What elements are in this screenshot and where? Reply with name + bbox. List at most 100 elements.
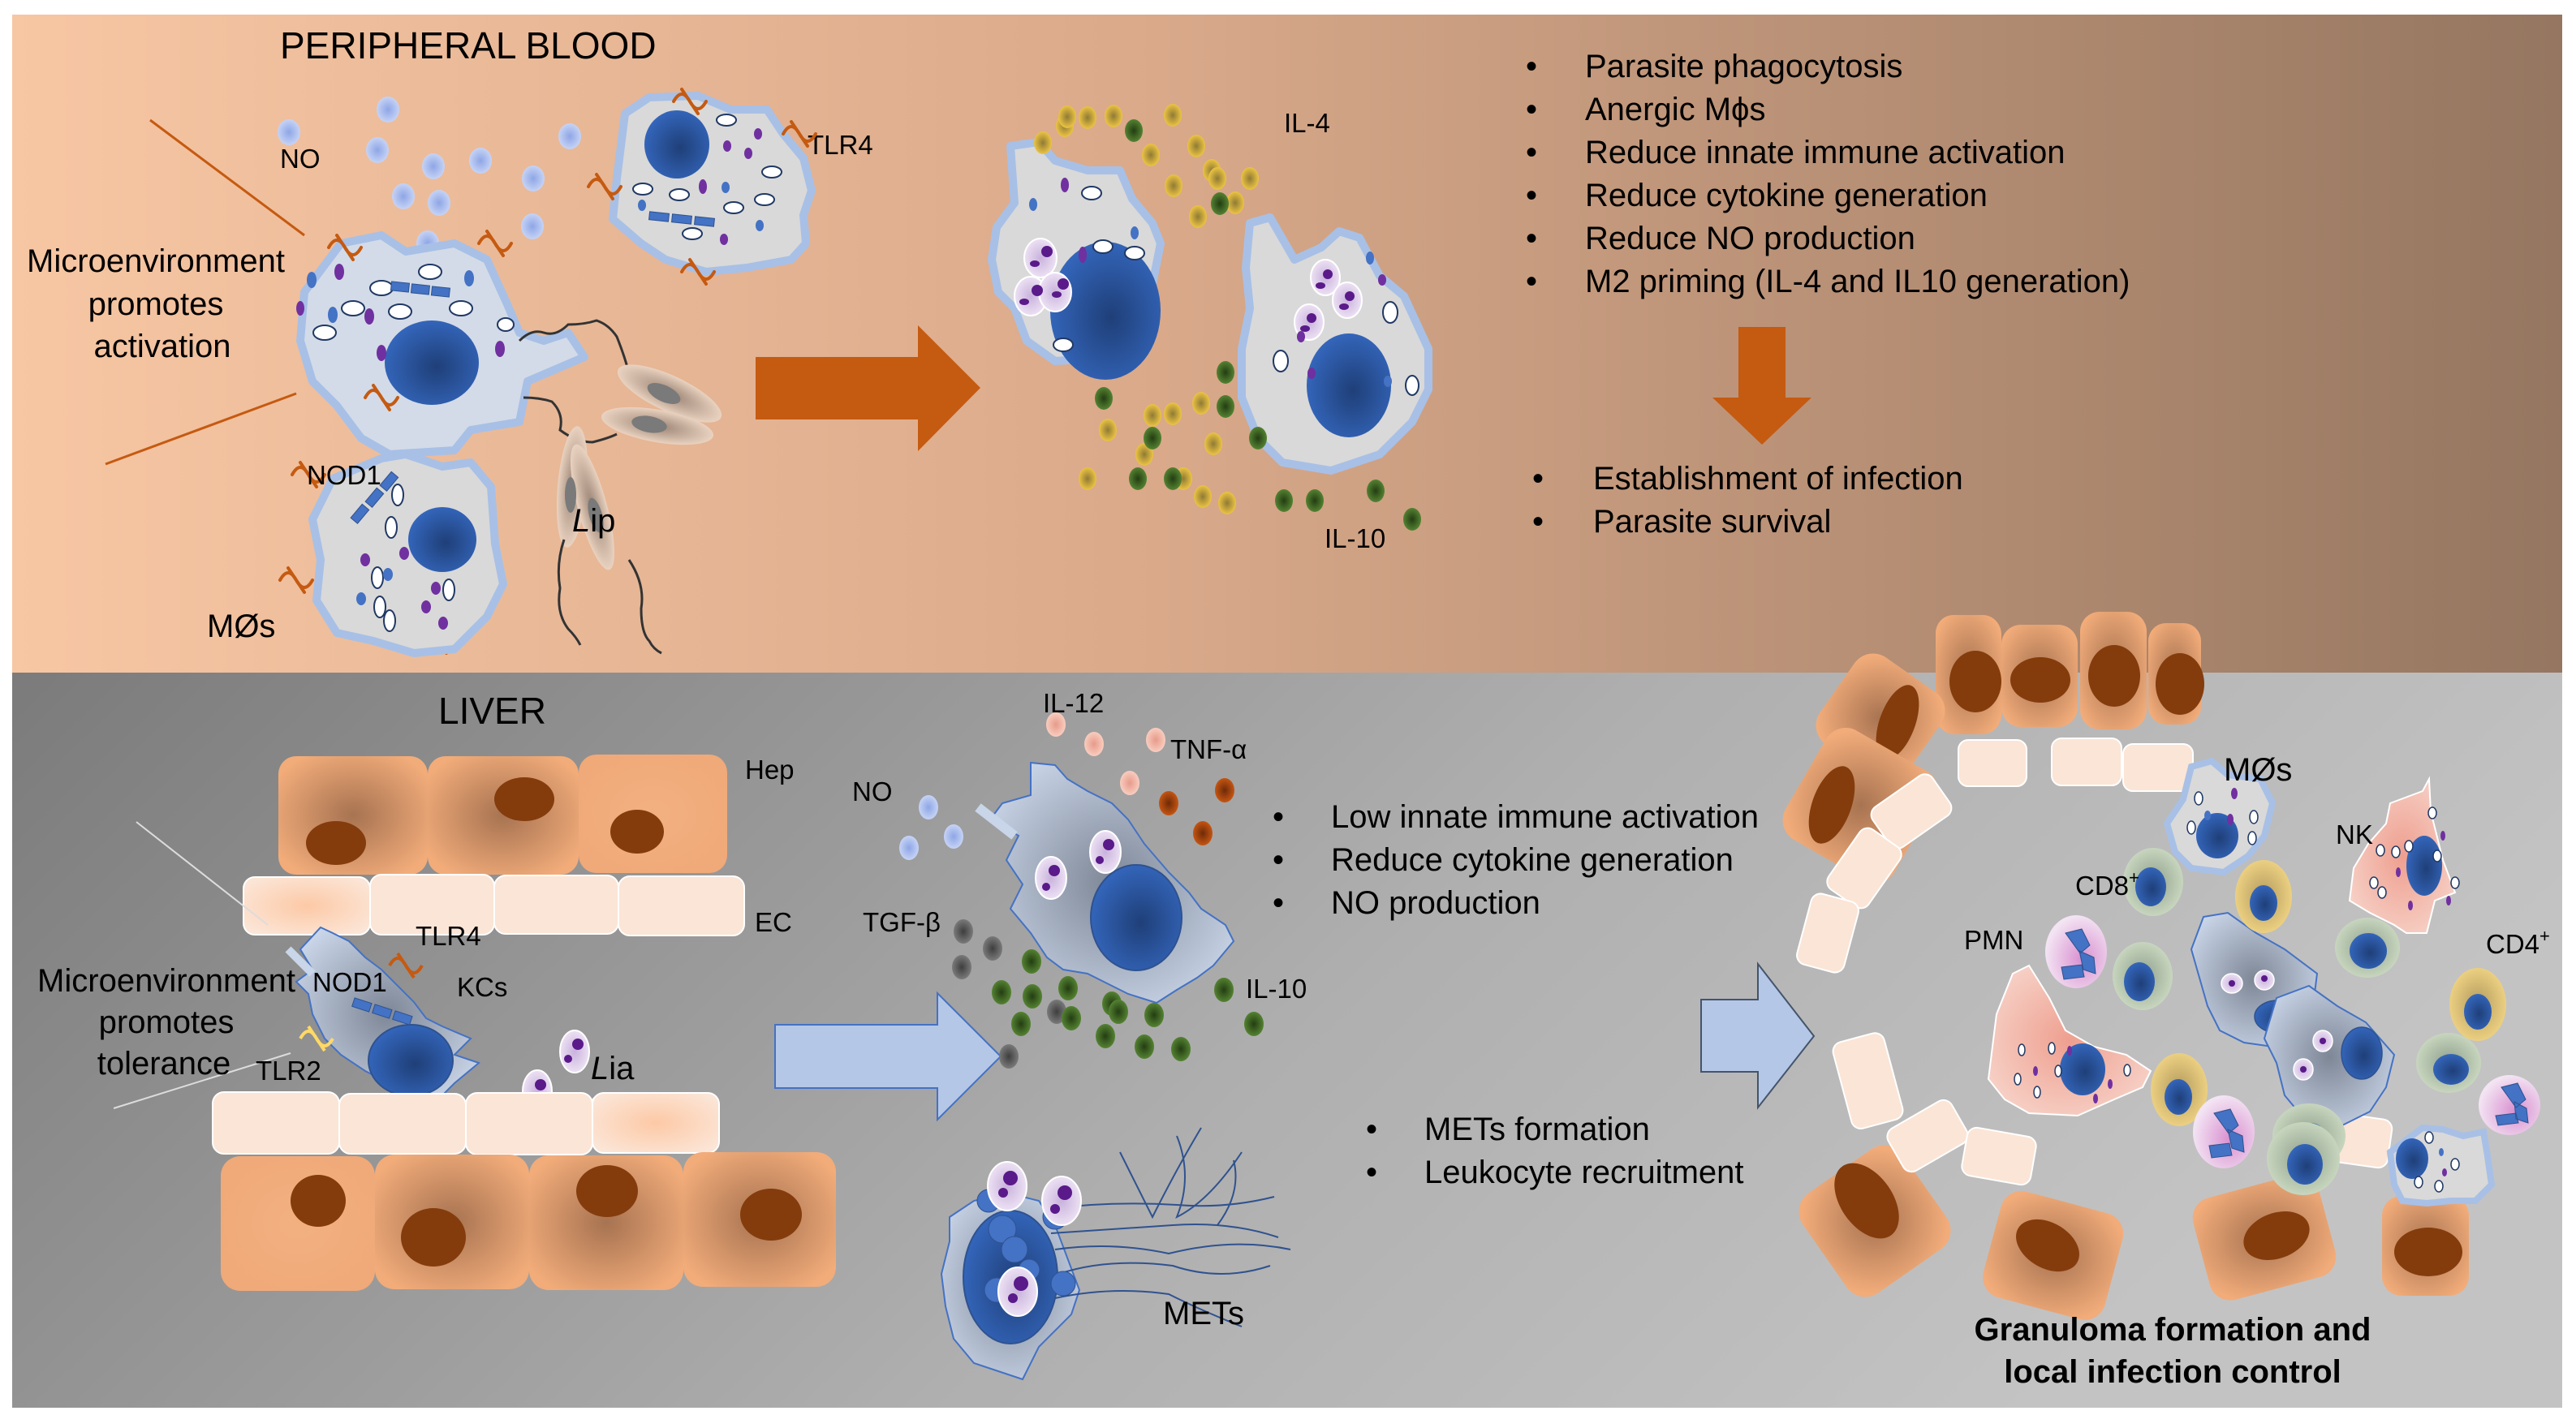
effect-item: Low innate immune activation xyxy=(1331,799,1759,835)
svg-text:Granuloma formation and: Granuloma formation and xyxy=(1975,1312,2371,1348)
il10-cytokines-liver xyxy=(992,949,1264,1061)
granuloma xyxy=(1782,612,2540,1320)
hep-label: Hep xyxy=(745,755,795,785)
il4-cytokines xyxy=(1034,104,1259,514)
svg-text:promotes: promotes xyxy=(88,286,224,322)
granuloma-endothelial-cells xyxy=(1796,738,2393,1186)
macrophage-tlr4 xyxy=(609,92,816,276)
anergic-macrophage-left xyxy=(988,138,1165,380)
tlr2-label: TLR2 xyxy=(256,1056,321,1086)
nod1-label-blood: NOD1 xyxy=(307,460,381,490)
pmn-cells xyxy=(2045,915,2540,1168)
peripheral-blood-title: PERIPHERAL BLOOD xyxy=(280,24,657,67)
macrophages-label-blood: MØs xyxy=(207,609,275,644)
outcome-item: Parasite survival xyxy=(1593,504,1831,540)
granuloma-macrophages-label: MØs xyxy=(2224,752,2292,788)
il12-label: IL-12 xyxy=(1043,688,1104,718)
svg-text:•: • xyxy=(1366,1155,1377,1190)
cd8-label: CD8+ xyxy=(2075,867,2139,901)
effect-item: Reduce innate immune activation xyxy=(1585,135,2065,170)
svg-text:•: • xyxy=(1532,504,1544,540)
effect-item: Reduce NO production xyxy=(1585,221,1915,256)
blue-arrow-right-1 xyxy=(774,991,1002,1122)
cd8-t-cells xyxy=(2113,848,2481,1195)
promastigote-parasites xyxy=(518,319,722,655)
liver-macrophage xyxy=(975,761,1235,1004)
il12-cytokines xyxy=(1046,712,1165,795)
tnf-alpha-cytokines xyxy=(1159,778,1234,845)
granuloma-caption: Granuloma formation and local infection … xyxy=(1975,1312,2371,1390)
blue-arrow-right-2 xyxy=(1700,961,1816,1110)
ec-label: EC xyxy=(755,907,792,937)
il10-label-liver: IL-10 xyxy=(1246,974,1307,1004)
svg-text:•: • xyxy=(1526,92,1537,127)
endothelial-cells-lower xyxy=(212,1091,720,1155)
tolerance-ray-lower xyxy=(113,1052,291,1109)
effect-item: Anergic Mϕs xyxy=(1585,92,1765,127)
tgf-beta-cytokines xyxy=(952,919,1066,1069)
blood-outcomes-list: • Establishment of infection • Parasite … xyxy=(1532,461,1963,540)
effect-item: M2 priming (IL-4 and IL10 generation) xyxy=(1585,264,2130,299)
svg-text:•: • xyxy=(1273,885,1284,921)
svg-text:promotes: promotes xyxy=(99,1004,235,1040)
no-label: NO xyxy=(280,144,321,174)
effect-item: Reduce cytokine generation xyxy=(1331,842,1734,878)
effect-item: Leukocyte recruitment xyxy=(1424,1155,1744,1190)
tnf-alpha-label: TNF-α xyxy=(1170,734,1247,764)
cd4-t-cells xyxy=(2151,860,2506,1126)
tolerance-ray-upper xyxy=(136,821,269,926)
svg-text:•: • xyxy=(1526,49,1537,84)
il10-label-blood: IL-10 xyxy=(1325,523,1385,553)
hepatocytes-upper xyxy=(278,755,727,875)
kcs-label: KCs xyxy=(457,972,507,1002)
svg-text:Microenvironment: Microenvironment xyxy=(37,963,295,999)
svg-text:tolerance: tolerance xyxy=(97,1046,231,1082)
svg-text:Microenvironment: Microenvironment xyxy=(27,243,285,279)
nk-cell-lower xyxy=(1987,964,2152,1117)
nod1-label-liver: NOD1 xyxy=(312,967,387,997)
svg-text:local infection control: local infection control xyxy=(2004,1354,2341,1390)
il4-label: IL-4 xyxy=(1284,108,1330,138)
endothelial-cells-upper xyxy=(243,874,745,936)
parasite-lia-label: Lia xyxy=(591,1051,635,1086)
no-label-liver: NO xyxy=(852,776,893,806)
orange-arrow-right xyxy=(756,325,980,451)
svg-text:•: • xyxy=(1526,264,1537,299)
svg-text:•: • xyxy=(1273,799,1284,835)
effect-item: NO production xyxy=(1331,885,1540,921)
il10-cytokines-blood xyxy=(1095,119,1421,531)
svg-text:•: • xyxy=(1526,221,1537,256)
svg-text:activation: activation xyxy=(94,329,231,364)
cd4-label: CD4+ xyxy=(2486,926,2550,959)
activation-ray-lower xyxy=(105,392,297,466)
macrophage-nod1 xyxy=(308,450,507,657)
tgf-beta-label: TGF-β xyxy=(863,907,941,937)
granuloma-macrophage xyxy=(2163,757,2277,876)
effect-item: METs formation xyxy=(1424,1112,1650,1147)
tlr4-label-blood: TLR4 xyxy=(808,130,873,160)
parasite-lip-label: Lip xyxy=(572,503,615,539)
svg-text:•: • xyxy=(1526,178,1537,213)
outcome-item: Establishment of infection xyxy=(1593,461,1963,497)
microenvironment-activation-label: Microenvironment promotes activation xyxy=(27,243,285,364)
mets-effects-list: • METs formation • Leukocyte recruitment xyxy=(1366,1112,1744,1190)
orange-arrow-down xyxy=(1712,327,1811,445)
tlr4-label-liver: TLR4 xyxy=(416,921,481,951)
kupffer-cell xyxy=(285,926,481,1101)
pmn-label: PMN xyxy=(1964,925,2023,955)
mets-label: METs xyxy=(1163,1296,1244,1331)
granuloma-kupffer-cells xyxy=(2190,911,2396,1129)
svg-text:•: • xyxy=(1526,135,1537,170)
microenvironment-tolerance-label: Microenvironment promotes tolerance xyxy=(37,963,295,1082)
granuloma-macrophage-lower xyxy=(2386,1124,2496,1207)
liver-title: LIVER xyxy=(438,690,546,732)
svg-text:•: • xyxy=(1366,1112,1377,1147)
svg-text:•: • xyxy=(1532,461,1544,497)
no-molecules-liver xyxy=(899,795,963,860)
activation-ray-upper xyxy=(149,118,305,237)
liver-effects-list: • Low innate immune activation • Reduce … xyxy=(1273,799,1759,921)
hepatocytes-lower xyxy=(221,1152,836,1291)
svg-text:•: • xyxy=(1273,842,1284,878)
nk-label: NK xyxy=(2336,819,2373,849)
